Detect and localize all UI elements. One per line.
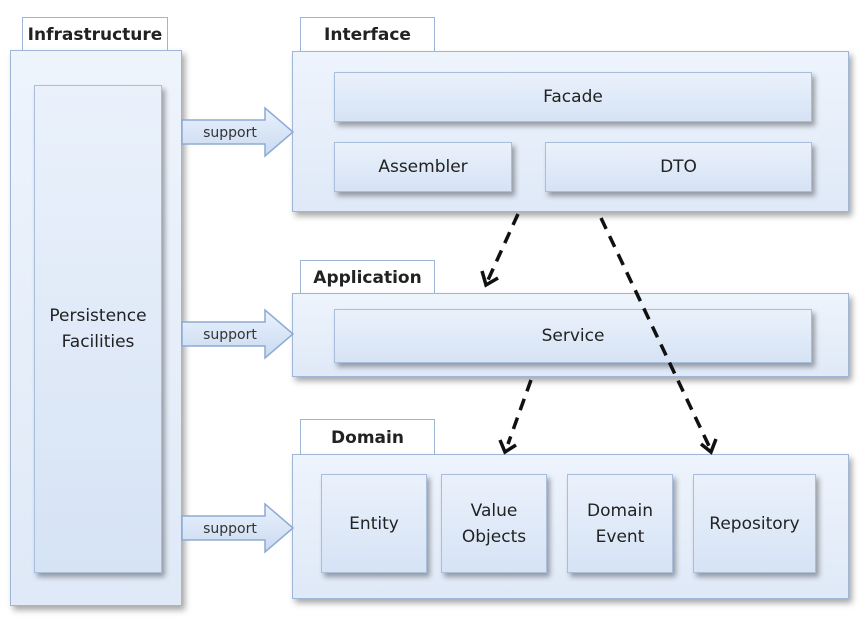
repository-box: Repository bbox=[693, 474, 816, 573]
arrowhead-repository bbox=[699, 438, 718, 455]
support-label-interface: support bbox=[203, 125, 257, 141]
support-arrow-application bbox=[181, 308, 295, 360]
application-layer-title: Application bbox=[300, 260, 435, 294]
domain-layer-title: Domain bbox=[300, 419, 435, 455]
entity-box: Entity bbox=[321, 474, 427, 573]
domain-event-box: Domain Event bbox=[567, 474, 673, 573]
value-objects-box: Value Objects bbox=[441, 474, 547, 573]
facade-box: Facade bbox=[334, 72, 812, 122]
arrowhead-value-objects bbox=[498, 439, 517, 455]
dto-box: DTO bbox=[545, 142, 812, 192]
support-label-domain: support bbox=[203, 521, 257, 537]
service-box: Service bbox=[334, 309, 812, 363]
support-label-application: support bbox=[203, 327, 257, 343]
arrowhead-application bbox=[480, 270, 499, 288]
support-arrow-domain bbox=[181, 502, 295, 554]
assembler-box: Assembler bbox=[334, 142, 512, 192]
interface-layer-title: Interface bbox=[300, 17, 435, 51]
persistence-facilities-box: Persistence Facilities bbox=[34, 85, 162, 573]
support-arrow-interface bbox=[181, 106, 295, 158]
dependency-line-application-to-value-objects bbox=[506, 379, 533, 445]
infrastructure-layer-title: Infrastructure bbox=[22, 17, 168, 51]
dependency-line-interface-to-repository bbox=[599, 217, 711, 447]
dependency-line-interface-to-application bbox=[486, 213, 520, 281]
